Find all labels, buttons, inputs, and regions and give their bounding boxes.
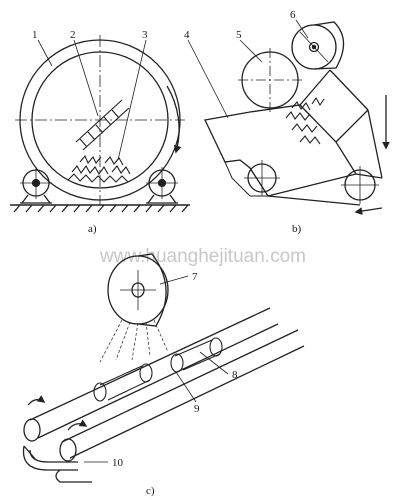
label-6: 6 [290,9,296,21]
parts-heap [67,154,131,183]
label-4: 4 [184,29,190,41]
caption-c: c) [146,485,155,497]
label-8: 8 [232,369,238,381]
rotation-arrow-icon [354,207,383,215]
label-9: 9 [194,403,200,415]
label-3: 3 [142,29,148,41]
rotation-arrow-icon [67,419,88,431]
watermark-text: www.huanghejituan.com [99,246,306,267]
grinding-wheel-icon [291,21,345,70]
roller-icon [20,167,52,204]
panel-b [187,19,390,215]
panel-a [10,35,190,213]
roller-icon [23,307,305,462]
ladder-rack [75,99,130,151]
label-2: 2 [70,29,76,41]
panel-c [22,253,305,483]
conveyor-belt [204,69,383,206]
label-1: 1 [32,29,38,41]
spark-lines [99,319,169,363]
rotation-arrow-icon [27,395,46,406]
label-10: 10 [112,457,124,469]
roller-icon [146,167,178,204]
roller-icon [244,160,280,196]
parts-heap [285,96,325,145]
label-5: 5 [236,29,242,41]
rotation-arrow-icon [166,85,182,154]
caption-b: b) [292,223,302,235]
workpiece-cylinder [93,337,223,402]
caption-a: a) [88,223,97,235]
conveyor-belt [22,445,92,483]
roller-icon [238,48,302,112]
label-7: 7 [192,271,198,283]
roller-icon [341,166,379,204]
ground-base [10,204,190,213]
